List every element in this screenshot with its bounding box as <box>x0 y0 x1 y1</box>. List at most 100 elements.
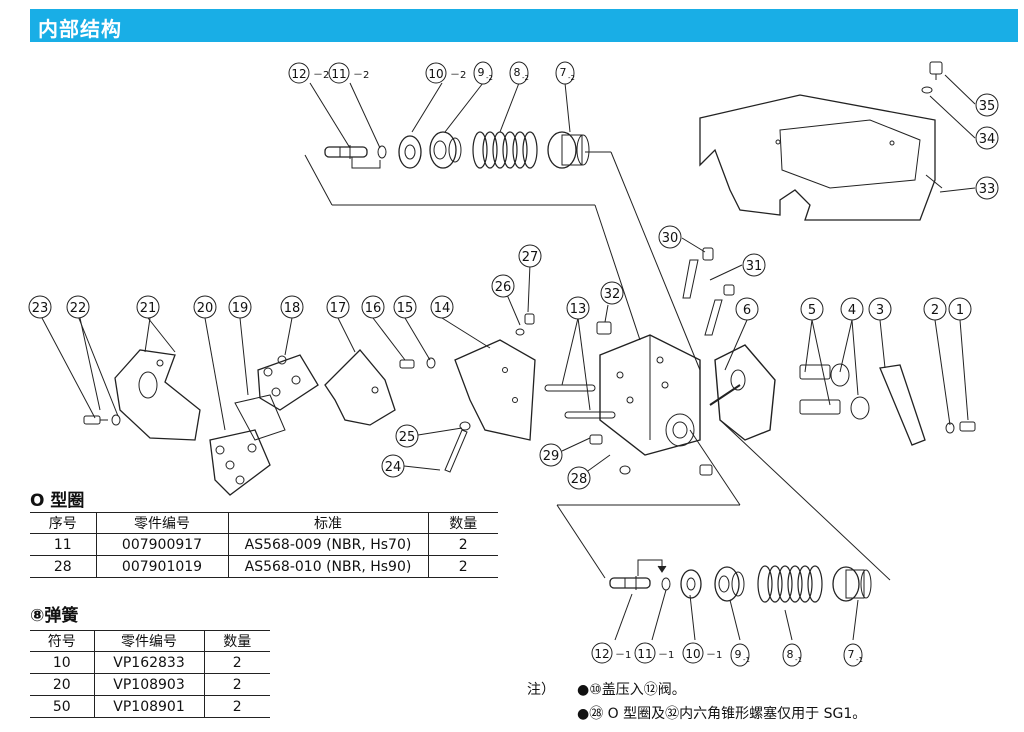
callout-17: 17 <box>326 295 350 319</box>
svg-text:-1: -1 <box>856 656 863 664</box>
svg-text:32: 32 <box>604 287 621 302</box>
svg-text:17: 17 <box>330 301 347 316</box>
svg-text:7: 7 <box>848 648 855 661</box>
spring-title: ⑧弹簧 <box>30 606 79 626</box>
svg-text:－1: －1 <box>706 650 722 661</box>
callout-3: 3 <box>868 297 892 321</box>
svg-text:3: 3 <box>876 303 884 318</box>
callout-26: 26 <box>491 274 515 298</box>
cell: 2 <box>203 651 270 674</box>
guide-line <box>610 151 701 371</box>
table-row: 50 VP108901 2 <box>30 695 270 718</box>
svg-text:21: 21 <box>140 301 157 316</box>
svg-text:15: 15 <box>397 301 414 316</box>
note-line-2: ●㉘ O 型圈及㉜内六角锥形螺塞仅用于 SG1。 <box>577 706 867 722</box>
svg-text:8: 8 <box>787 648 794 661</box>
callout-11-2: 11－2 <box>328 62 369 84</box>
callout-14: 14 <box>430 295 454 319</box>
guide-line <box>689 429 741 506</box>
callout-12-1: 12－1 <box>591 642 631 664</box>
svg-text:-2: -2 <box>486 74 493 82</box>
svg-text:14: 14 <box>434 301 451 316</box>
callout-11-1: 11－1 <box>634 642 674 664</box>
note-line-1: ●⑩盖压入⑫阀。 <box>577 682 686 698</box>
callout-34: 34 <box>975 126 999 150</box>
svg-text:9: 9 <box>478 66 485 79</box>
table-row: 10 VP162833 2 <box>30 651 270 674</box>
callout-31: 31 <box>742 253 766 277</box>
callout-27: 27 <box>518 244 542 268</box>
cell: 2 <box>203 673 270 696</box>
table-row: 20 VP108903 2 <box>30 673 270 696</box>
callout-5: 5 <box>800 297 824 321</box>
cell: 28 <box>30 555 96 578</box>
svg-text:13: 13 <box>570 302 587 317</box>
svg-text:10: 10 <box>685 647 700 661</box>
svg-text:-1: -1 <box>795 656 802 664</box>
callout-25: 25 <box>395 424 419 448</box>
table-row: 11 007900917 AS568-009 (NBR, Hs70) 2 <box>30 533 498 556</box>
callout-9-2: 9-2 <box>473 61 493 85</box>
section-title: 内部结构 <box>38 17 122 41</box>
header-cell: 数量 <box>427 512 498 534</box>
section-header: 内部结构 <box>30 9 1018 42</box>
guide-line <box>304 154 333 206</box>
svg-text:23: 23 <box>32 301 49 316</box>
svg-text:1: 1 <box>956 303 964 318</box>
callout-28: 28 <box>567 466 591 490</box>
callout-8-1: 8-1 <box>782 643 802 667</box>
svg-text:8: 8 <box>514 66 521 79</box>
callout-18: 18 <box>280 295 304 319</box>
cell: 20 <box>30 673 94 696</box>
header-cell: 零件编号 <box>93 630 204 652</box>
cell: 007900917 <box>95 533 228 556</box>
svg-text:26: 26 <box>495 280 512 295</box>
cell: 2 <box>203 695 270 718</box>
callout-32: 32 <box>600 281 624 305</box>
spring-table: 符号 零件编号 数量 10 VP162833 2 20 VP108903 2 5… <box>30 630 270 718</box>
svg-text:6: 6 <box>743 303 751 318</box>
svg-text:4: 4 <box>848 303 856 318</box>
svg-text:30: 30 <box>662 231 679 246</box>
callout-1: 1 <box>948 297 972 321</box>
callout-10-1: 10 －1 <box>682 642 722 664</box>
callout-33: 33 <box>975 176 999 200</box>
header-cell: 数量 <box>203 630 270 652</box>
svg-text:－1: －1 <box>658 650 674 661</box>
header-cell: 标准 <box>227 512 428 534</box>
cell: VP162833 <box>93 651 204 674</box>
svg-text:－1: －1 <box>615 650 631 661</box>
guide-line <box>719 419 891 581</box>
callout-7-1: 7-1 <box>843 643 863 667</box>
cell: 50 <box>30 695 94 718</box>
callout-21: 21 <box>136 295 160 319</box>
guide-line <box>556 504 606 579</box>
callout-7-2: 7-2 <box>555 61 575 85</box>
svg-text:24: 24 <box>385 460 402 475</box>
cell: AS568-010 (NBR, Hs90) <box>227 555 428 578</box>
svg-text:25: 25 <box>399 430 416 445</box>
svg-text:-2: -2 <box>568 74 575 82</box>
table-header-row: 序号 零件编号 标准 数量 <box>30 512 498 534</box>
callout-30: 30 <box>658 225 682 249</box>
callout-24: 24 <box>381 454 405 478</box>
table-row: 28 007901019 AS568-010 (NBR, Hs90) 2 <box>30 555 498 578</box>
callout-19: 19 <box>228 295 252 319</box>
header-cell: 零件编号 <box>95 512 228 534</box>
cell: 10 <box>30 651 94 674</box>
callout-9-1: 9-1 <box>730 643 750 667</box>
svg-text:－2: －2 <box>450 70 466 81</box>
header-cell: 序号 <box>30 512 96 534</box>
callout-6: 6 <box>735 297 759 321</box>
callout-29: 29 <box>539 443 563 467</box>
svg-text:27: 27 <box>522 250 539 265</box>
svg-text:28: 28 <box>571 472 588 487</box>
callout-2: 2 <box>923 297 947 321</box>
svg-text:2: 2 <box>931 303 939 318</box>
callout-8-2: 8-2 <box>509 61 529 85</box>
cell: 007901019 <box>95 555 228 578</box>
svg-text:10: 10 <box>428 67 443 81</box>
cell: 2 <box>427 555 498 578</box>
cover-window <box>779 119 921 189</box>
